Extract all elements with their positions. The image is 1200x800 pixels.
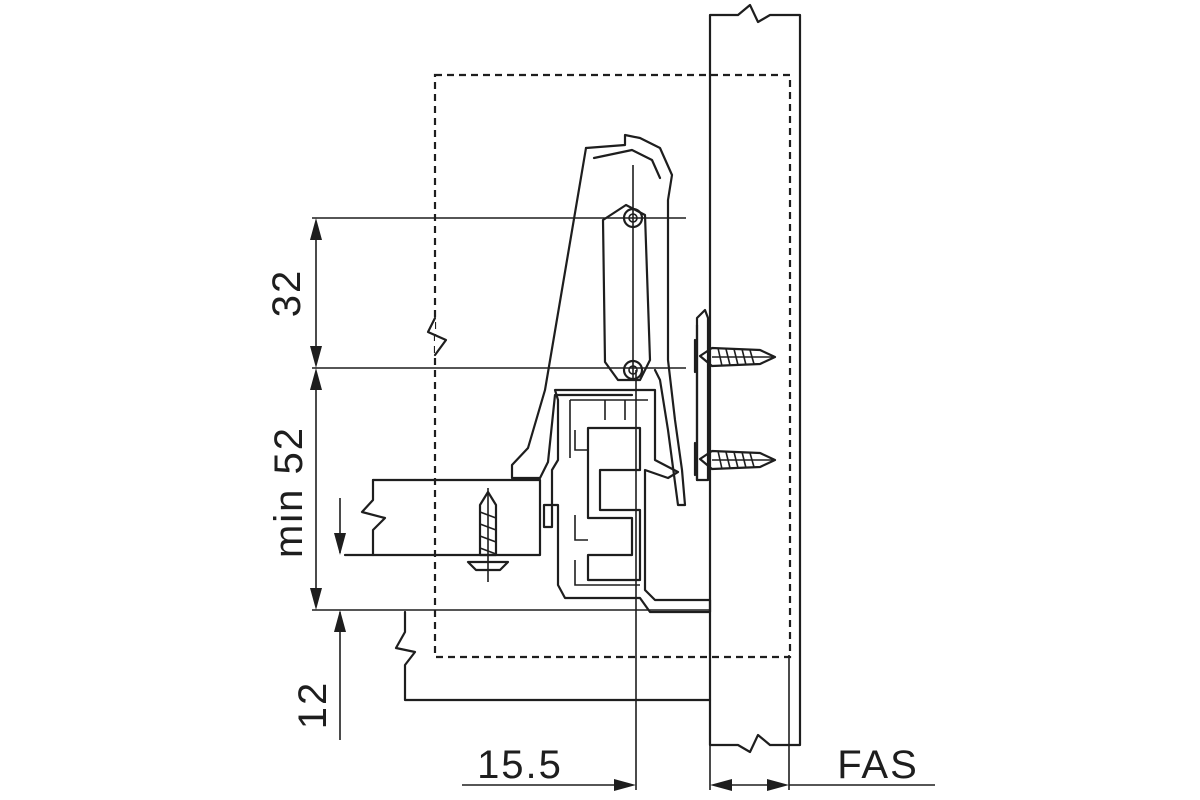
dimension-12: 12 — [291, 498, 346, 740]
dimension-fas: FAS — [710, 743, 935, 791]
label-15-5: 15.5 — [477, 743, 563, 787]
screw-upper — [693, 338, 777, 374]
extension-lines — [312, 217, 790, 790]
screw-drawer — [466, 488, 510, 582]
dimension-15-5: 15.5 — [462, 743, 636, 791]
label-12: 12 — [291, 681, 335, 730]
backplate-strip — [695, 308, 710, 482]
dimension-min-52: min 52 — [267, 368, 322, 610]
door-outline-dashed — [426, 73, 792, 659]
label-min-52: min 52 — [267, 426, 311, 558]
label-fas: FAS — [837, 743, 919, 787]
screw-lower — [693, 441, 777, 477]
cabinet-side-panel — [708, 3, 802, 754]
drawer-bottom-board — [343, 478, 712, 702]
mounting-plate — [542, 388, 712, 614]
dimension-32: 32 — [265, 218, 322, 368]
hinge-arm — [510, 133, 687, 507]
label-32: 32 — [265, 269, 309, 318]
